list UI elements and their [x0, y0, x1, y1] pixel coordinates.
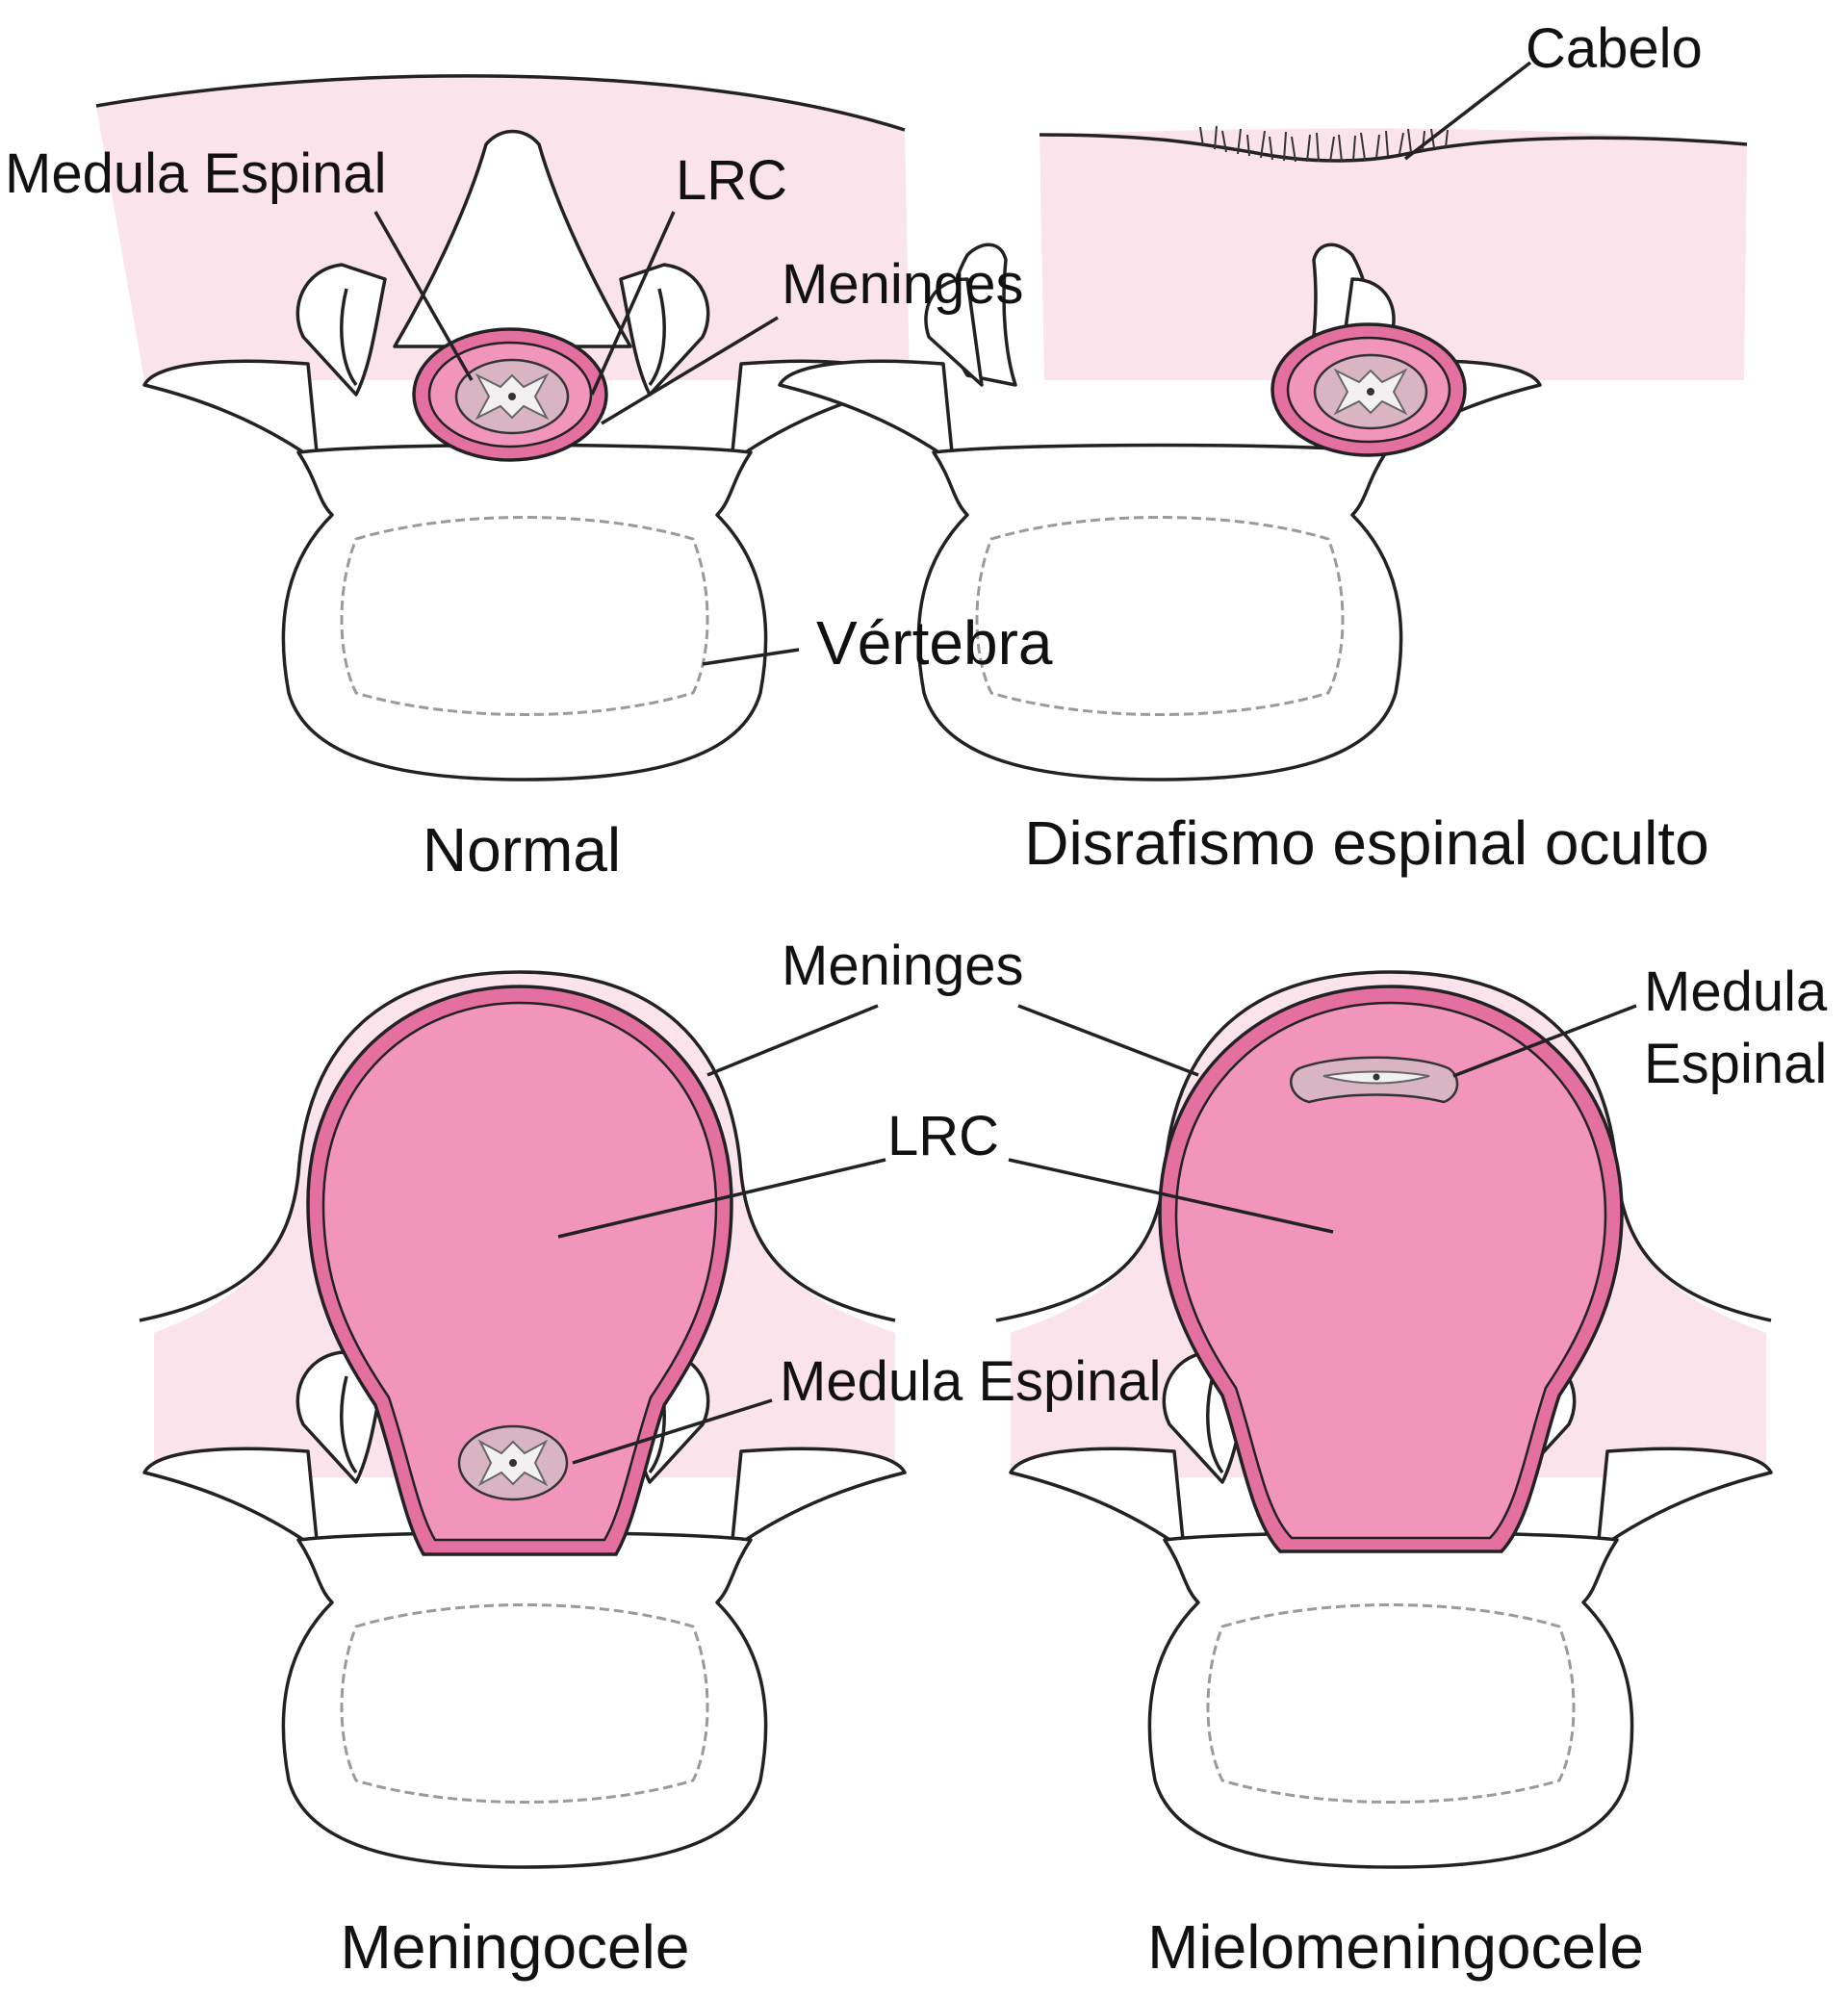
label-meninges-normal: Meninges [782, 253, 1023, 316]
vertebra-normal [142, 129, 907, 781]
captions: Normal Disrafismo espinal oculto Meningo… [341, 808, 1709, 1982]
label-csf-lower: LRC [887, 1105, 999, 1167]
label-spinal-cord-myelo-line1: Medula [1644, 961, 1828, 1023]
hair-tuft [1199, 125, 1449, 163]
panel-normal [95, 74, 910, 781]
label-vertebra: Vértebra [816, 608, 1053, 678]
skin-tissue-occult [1040, 128, 1747, 380]
label-spinal-cord-myelo-line2: Espinal [1644, 1033, 1827, 1095]
label-meninges-lower: Meninges [782, 935, 1023, 997]
meningeal-sac [306, 985, 733, 1556]
label-spinal-cord-normal: Medula Espinal [5, 142, 387, 205]
panel-occult [778, 125, 1748, 781]
caption-normal: Normal [423, 815, 621, 884]
spinal-canal-occult [1270, 322, 1467, 457]
caption-myelomeningocele: Mielomeningocele [1147, 1912, 1644, 1982]
caption-occult: Disrafismo espinal oculto [1024, 808, 1708, 878]
label-spinal-cord-meningocele: Medula Espinal [780, 1350, 1162, 1413]
leader-lines [373, 61, 1637, 1465]
skin-surface-occult [1039, 133, 1748, 163]
panel-meningocele [139, 970, 907, 1869]
spinal-canal-normal [412, 327, 608, 462]
label-csf-normal: LRC [676, 149, 787, 212]
panel-myelomeningocele [995, 970, 1773, 1869]
caption-meningocele: Meningocele [341, 1912, 690, 1982]
skin-surface-myelomeningocele [995, 970, 1772, 1322]
label-hair: Cabelo [1526, 17, 1703, 80]
annotations: Medula Espinal LRC Meninges Vértebra Cab… [5, 17, 1828, 1413]
skin-surface-normal [95, 74, 906, 132]
skin-surface-meningocele [139, 970, 896, 1322]
meningeal-sac-myelo [1158, 985, 1624, 1553]
